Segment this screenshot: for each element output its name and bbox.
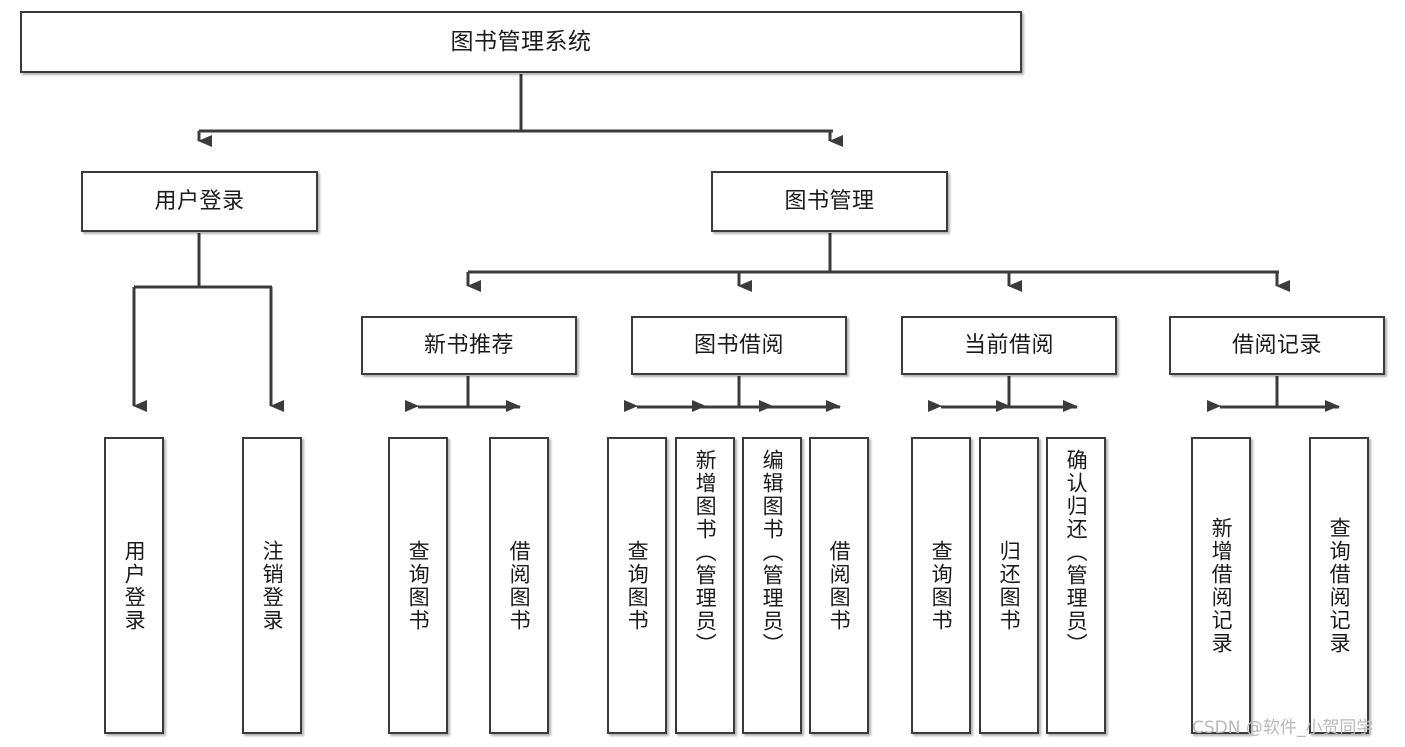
node-label: 图书管理系统 [450,28,592,55]
node-label: 用户登录 [154,188,245,214]
node-label: 新增图书（管理员） [693,449,718,656]
node-label: 查询图书 [929,539,954,632]
node-label: 确认归还（管理员） [1064,449,1089,656]
node-label: 图书管理 [784,188,875,214]
node-label: 查询图书 [406,539,431,632]
node-user-login[interactable]: 用户登录 [81,171,318,232]
node-label: 查询图书 [625,539,650,632]
node-label: 归还图书 [997,539,1022,632]
leaf-add-borrow-record[interactable]: 新增借阅记录 [1191,437,1251,734]
leaf-confirm-return-admin[interactable]: 确认归还（管理员） [1046,437,1106,734]
leaf-user-login[interactable]: 用户登录 [104,437,164,734]
node-current-borrow[interactable]: 当前借阅 [901,316,1117,375]
node-book-management[interactable]: 图书管理 [711,171,948,232]
node-label: 编辑图书（管理员） [760,449,785,656]
node-label: 查询借阅记录 [1327,516,1352,655]
node-label: 新增借阅记录 [1209,516,1234,655]
leaf-borrow-book-borrow[interactable]: 借阅图书 [809,437,869,734]
leaf-query-borrow-record[interactable]: 查询借阅记录 [1309,437,1369,734]
leaf-user-logout[interactable]: 注销登录 [242,437,302,734]
watermark-text: CSDN @软件_小贺同学 [1192,718,1374,738]
node-book-management-system[interactable]: 图书管理系统 [20,11,1022,73]
leaf-query-book-current[interactable]: 查询图书 [911,437,971,734]
node-label: 注销登录 [260,539,285,632]
node-label: 借阅记录 [1231,332,1322,358]
node-label: 图书借阅 [693,332,784,358]
node-label: 借阅图书 [507,539,532,632]
node-new-book-recommend[interactable]: 新书推荐 [361,316,577,375]
leaf-borrow-book-new[interactable]: 借阅图书 [489,437,549,734]
node-borrow-record[interactable]: 借阅记录 [1169,316,1385,375]
leaf-query-book-new[interactable]: 查询图书 [388,437,448,734]
leaf-edit-book-admin[interactable]: 编辑图书（管理员） [742,437,802,734]
leaf-add-book-admin[interactable]: 新增图书（管理员） [675,437,735,734]
node-book-borrow[interactable]: 图书借阅 [631,316,847,375]
node-label: 用户登录 [122,539,147,632]
node-label: 新书推荐 [423,332,514,358]
node-label: 当前借阅 [963,332,1054,358]
node-label: 借阅图书 [827,539,852,632]
leaf-return-book[interactable]: 归还图书 [979,437,1039,734]
leaf-query-book-borrow[interactable]: 查询图书 [607,437,667,734]
